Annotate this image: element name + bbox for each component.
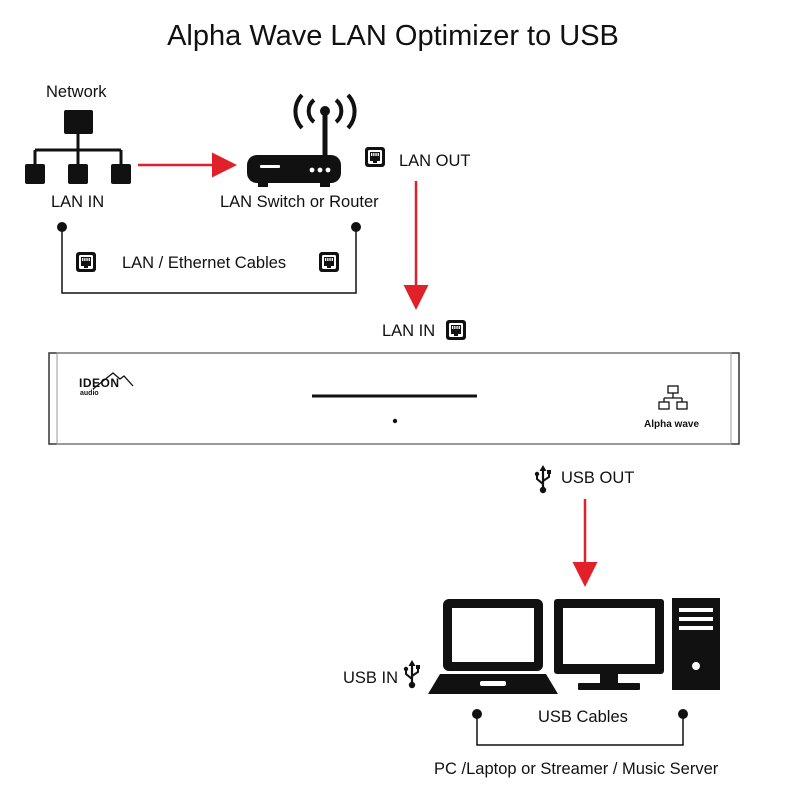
lan-in-label: LAN IN bbox=[51, 193, 105, 211]
footer-label: PC /Laptop or Streamer / Music Server bbox=[434, 760, 719, 778]
laptop-icon bbox=[428, 599, 558, 694]
device-lan-in-port-icon bbox=[446, 320, 466, 340]
page-title: Alpha Wave LAN Optimizer to USB bbox=[167, 20, 619, 52]
network-diagram-icon bbox=[658, 385, 688, 410]
network-label: Network bbox=[46, 83, 107, 101]
lan-out-port-icon bbox=[365, 147, 385, 167]
usb-cable-label: USB Cables bbox=[538, 708, 628, 726]
lan-cable-label: LAN / Ethernet Cables bbox=[122, 254, 287, 272]
cable-left-port-icon bbox=[76, 252, 96, 272]
usb-out-label: USB OUT bbox=[561, 469, 635, 487]
usb-in-icon bbox=[402, 658, 422, 690]
router-label: LAN Switch or Router bbox=[220, 193, 379, 211]
ideon-logo-subtext: audio bbox=[80, 390, 99, 397]
model-name: Alpha wave bbox=[644, 419, 700, 430]
monitor-icon bbox=[554, 599, 664, 690]
alpha-wave-device bbox=[48, 352, 740, 445]
lan-cable-bracket bbox=[57, 222, 361, 294]
tower-pc-icon bbox=[672, 598, 720, 690]
cable-right-port-icon bbox=[319, 252, 339, 272]
usb-in-label: USB IN bbox=[343, 669, 399, 687]
router-icon bbox=[247, 93, 357, 187]
network-icon bbox=[25, 110, 131, 184]
usb-out-icon bbox=[533, 463, 553, 495]
ideon-logo-text: IDEON bbox=[79, 376, 120, 390]
usb-cable-bracket bbox=[472, 709, 688, 746]
device-lan-in-label: LAN IN bbox=[382, 322, 436, 340]
lan-out-label: LAN OUT bbox=[399, 152, 471, 170]
mountain-logo-icon bbox=[92, 372, 134, 390]
